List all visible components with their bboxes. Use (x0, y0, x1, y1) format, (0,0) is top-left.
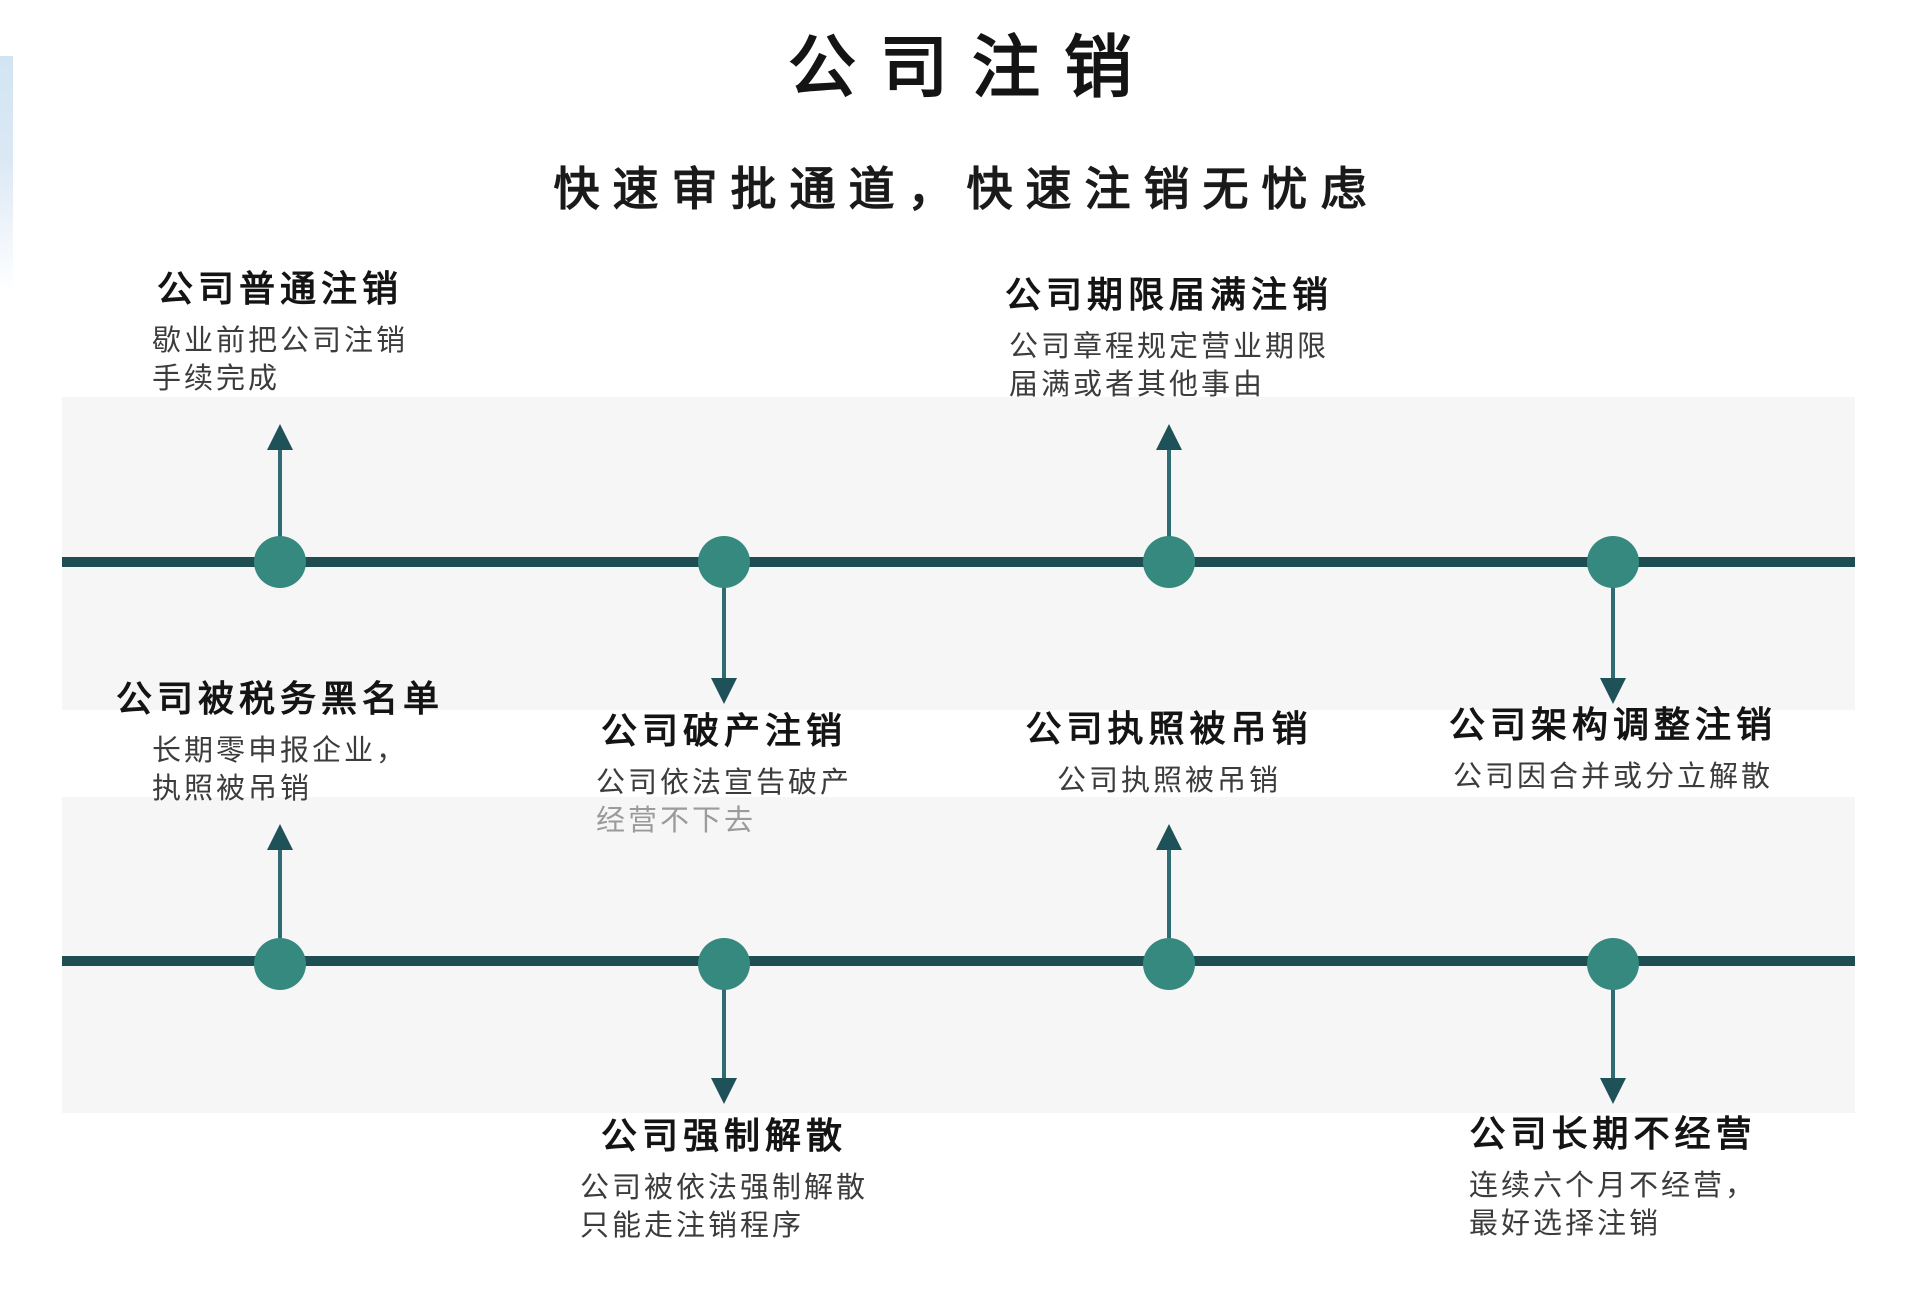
down-arrow-icon (722, 988, 726, 1078)
page-title: 公司注销 (787, 30, 1156, 106)
item-title: 公司普通注销 (156, 268, 403, 309)
up-arrow-icon (1167, 848, 1171, 938)
timeline-dot (698, 938, 750, 990)
up-arrow-icon (267, 424, 293, 450)
timeline-dot (1143, 536, 1195, 588)
item-line: 公司因合并或分立解散 (1452, 761, 1773, 793)
timeline-dot (1587, 536, 1639, 588)
item-description: 歇业前把公司注销 手续完成 (152, 322, 408, 398)
item-title: 公司被税务黑名单 (115, 678, 444, 719)
down-arrow-icon (1600, 1078, 1626, 1104)
item-description: 连续六个月不经营， 最好选择注销 (1469, 1167, 1757, 1243)
down-arrow-icon (722, 586, 726, 678)
timeline-item-bankruptcy-deregistration: 公司破产注销 公司依法宣告破产 经营不下去 (494, 708, 954, 840)
item-description: 公司依法宣告破产 经营不下去 (596, 764, 852, 840)
down-arrow-icon (1600, 678, 1626, 704)
item-description: 公司因合并或分立解散 (1453, 758, 1773, 796)
timeline-item-forced-dissolution: 公司强制解散 公司被依法强制解散 只能走注销程序 (494, 1113, 954, 1245)
down-arrow-icon (711, 678, 737, 704)
up-arrow-icon (278, 848, 282, 938)
up-arrow-icon (1167, 448, 1171, 540)
item-title: 公司强制解散 (600, 1115, 847, 1156)
timeline-item-restructuring-deregistration: 公司架构调整注销 公司因合并或分立解散 (1383, 702, 1843, 796)
timeline-line-bottom (62, 956, 1855, 966)
item-line: 公司依法宣告破产 (595, 767, 852, 799)
item-line: 歇业前把公司注销 (151, 325, 408, 357)
item-line: 连续六个月不经营， (1468, 1170, 1757, 1202)
timeline-dot (1143, 938, 1195, 990)
timeline-line-top (62, 557, 1855, 567)
up-arrow-icon (1156, 824, 1182, 850)
timeline-item-tax-blacklist: 公司被税务黑名单 长期零申报企业， 执照被吊销 (50, 676, 510, 808)
timeline-dot (698, 536, 750, 588)
item-line: 经营不下去 (595, 805, 756, 837)
down-arrow-icon (711, 1078, 737, 1104)
timeline-dot (1587, 938, 1639, 990)
up-arrow-icon (1156, 424, 1182, 450)
item-line: 手续完成 (151, 363, 280, 395)
item-line: 届满或者其他事由 (1008, 369, 1265, 401)
page-subtitle: 快速审批通道，快速注销无忧虑 (553, 163, 1380, 215)
left-edge-artifact (0, 56, 13, 291)
item-title: 公司破产注销 (600, 710, 847, 751)
timeline-item-long-term-inactive: 公司长期不经营 连续六个月不经营， 最好选择注销 (1383, 1111, 1843, 1243)
item-title: 公司长期不经营 (1469, 1113, 1757, 1154)
item-line: 最好选择注销 (1468, 1208, 1661, 1240)
item-description: 公司被依法强制解散 只能走注销程序 (580, 1169, 868, 1245)
item-line: 只能走注销程序 (579, 1210, 804, 1242)
timeline-dot (254, 938, 306, 990)
item-line: 执照被吊销 (151, 773, 312, 805)
item-title: 公司架构调整注销 (1448, 704, 1777, 745)
up-arrow-icon (267, 824, 293, 850)
timeline-item-license-revoked: 公司执照被吊销 公司执照被吊销 (939, 706, 1399, 800)
item-line: 公司执照被吊销 (1056, 765, 1281, 797)
down-arrow-icon (1611, 586, 1615, 678)
item-description: 公司章程规定营业期限 届满或者其他事由 (1009, 328, 1329, 404)
item-description: 长期零申报企业， 执照被吊销 (152, 732, 408, 808)
item-line: 公司章程规定营业期限 (1008, 331, 1329, 363)
timeline-dot (254, 536, 306, 588)
timeline-item-term-expiry-deregistration: 公司期限届满注销 公司章程规定营业期限 届满或者其他事由 (939, 272, 1399, 404)
down-arrow-icon (1611, 988, 1615, 1078)
item-line: 公司被依法强制解散 (579, 1172, 868, 1204)
item-description: 公司执照被吊销 (1057, 762, 1281, 800)
timeline-item-ordinary-deregistration: 公司普通注销 歇业前把公司注销 手续完成 (50, 266, 510, 398)
item-line: 长期零申报企业， (151, 735, 408, 767)
item-title: 公司执照被吊销 (1025, 708, 1313, 749)
up-arrow-icon (278, 448, 282, 540)
timeline-band-top (62, 397, 1855, 710)
item-title: 公司期限届满注销 (1004, 274, 1333, 315)
timeline-band-bottom (62, 797, 1855, 1113)
